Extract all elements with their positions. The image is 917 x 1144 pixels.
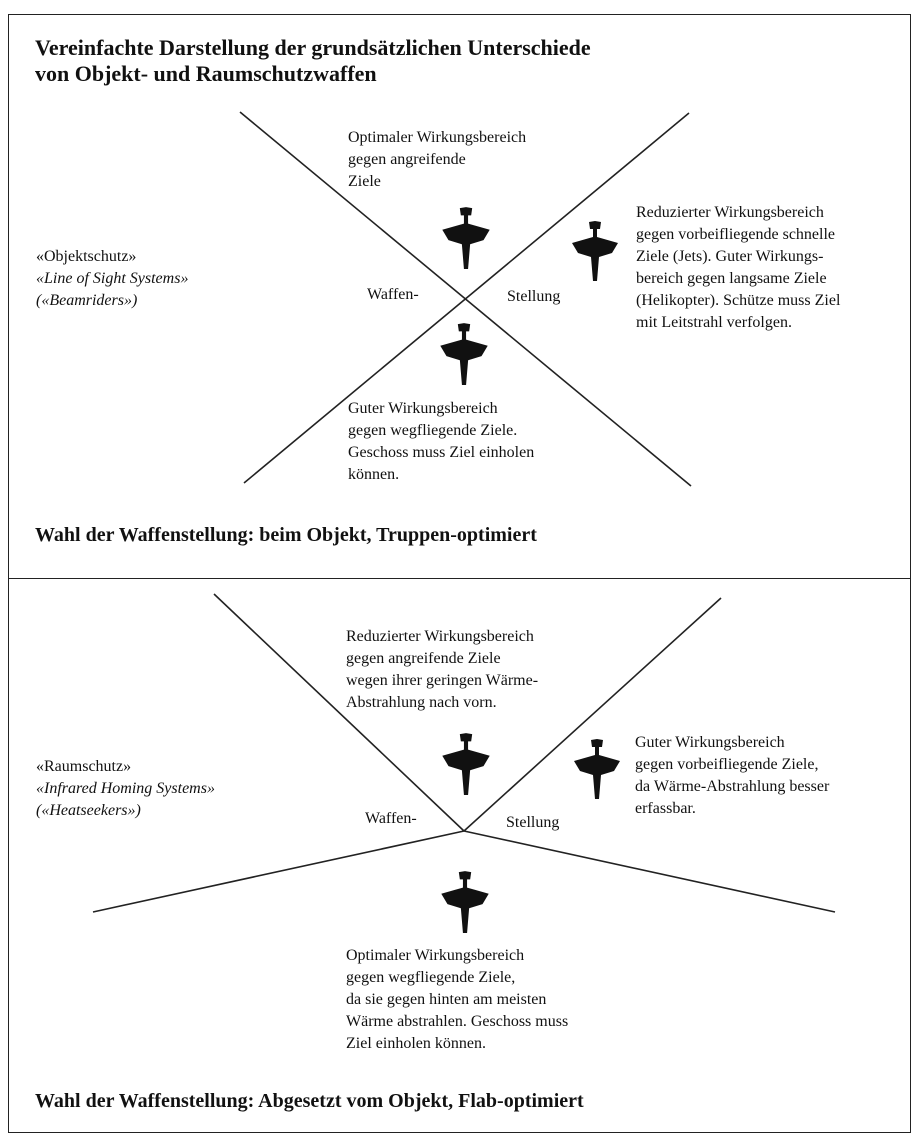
text-line: Guter Wirkungsbereich bbox=[635, 734, 785, 751]
bottom-sector-text: Optimaler Wirkungsbereich gegen wegflieg… bbox=[346, 945, 568, 1055]
title-line-2: von Objekt- und Raumschutzwaffen bbox=[35, 61, 377, 86]
conclusion-text: Wahl der Waffenstellung: Abgesetzt vom O… bbox=[35, 1090, 584, 1112]
sector-line bbox=[463, 830, 836, 913]
sector-line bbox=[463, 597, 722, 832]
jet-aircraft-icon bbox=[440, 323, 488, 385]
sector-lines bbox=[239, 111, 692, 487]
text-line: bereich gegen langsame Ziele bbox=[636, 270, 827, 287]
text-line: da Wärme-Abstrahlung besser bbox=[635, 778, 830, 795]
text-line: Optimaler Wirkungsbereich bbox=[348, 129, 527, 146]
text-line: gegen wegfliegende Ziele. bbox=[348, 422, 518, 439]
left-label-line: «Line of Sight Systems» bbox=[36, 270, 189, 287]
text-line: erfassbar. bbox=[635, 800, 696, 817]
text-line: können. bbox=[348, 466, 400, 483]
text-line: wegen ihrer geringen Wärme- bbox=[346, 672, 539, 689]
left-label-line: («Beamriders») bbox=[36, 292, 138, 309]
jet-aircraft-icon bbox=[572, 221, 618, 281]
text-line: Reduzierter Wirkungsbereich bbox=[636, 204, 824, 221]
jet-aircraft-icon bbox=[442, 207, 490, 269]
left-label-line: «Infrared Homing Systems» bbox=[36, 780, 215, 797]
text-line: gegen angreifende bbox=[348, 151, 466, 168]
text-line: gegen vorbeifliegende schnelle bbox=[636, 226, 836, 243]
title-line-1: Vereinfachte Darstellung der grundsätzli… bbox=[35, 35, 591, 60]
text-line: mit Leitstrahl verfolgen. bbox=[636, 314, 792, 331]
bottom-sector-text: Guter Wirkungsbereich gegen wegfliegende… bbox=[348, 398, 534, 486]
text-line: (Helikopter). Schütze muss Ziel bbox=[636, 292, 841, 309]
text-line: Optimaler Wirkungsbereich bbox=[346, 947, 525, 964]
text-line: Reduzierter Wirkungsbereich bbox=[346, 628, 534, 645]
left-label: «Objektschutz» «Line of Sight Systems» (… bbox=[36, 246, 188, 312]
waffen-label: Waffen- bbox=[365, 810, 417, 827]
sector-line bbox=[213, 593, 465, 832]
left-label-line: («Heatseekers») bbox=[36, 802, 141, 819]
text-line: gegen angreifende Ziele bbox=[346, 650, 501, 667]
text-line: gegen wegfliegende Ziele, bbox=[346, 969, 516, 986]
right-sector-text: Guter Wirkungsbereich gegen vorbeifliege… bbox=[635, 732, 829, 820]
text-line: da sie gegen hinten am meisten bbox=[346, 991, 547, 1008]
jet-aircraft-icon bbox=[441, 871, 489, 933]
left-label-line: «Objektschutz» bbox=[36, 248, 137, 265]
text-line: Ziel einholen können. bbox=[346, 1035, 486, 1052]
text-line: Geschoss muss Ziel einholen bbox=[348, 444, 535, 461]
top-sector-text: Reduzierter Wirkungsbereich gegen angrei… bbox=[346, 626, 538, 714]
stellung-label: Stellung bbox=[506, 814, 560, 831]
left-label-line: «Raumschutz» bbox=[36, 758, 132, 775]
conclusion-text: Wahl der Waffenstellung: beim Objekt, Tr… bbox=[35, 524, 537, 546]
left-label: «Raumschutz» «Infrared Homing Systems» (… bbox=[36, 756, 215, 822]
panel-raumschutz: «Raumschutz» «Infrared Homing Systems» (… bbox=[8, 578, 911, 1133]
sector-lines bbox=[92, 593, 836, 913]
top-sector-text: Optimaler Wirkungsbereich gegen angreife… bbox=[348, 127, 526, 193]
jet-aircraft-icon bbox=[574, 739, 620, 799]
panel-objektschutz: Vereinfachte Darstellung der grundsätzli… bbox=[8, 14, 911, 580]
text-line: Ziele bbox=[348, 173, 381, 190]
text-line: Guter Wirkungsbereich bbox=[348, 400, 498, 417]
jet-aircraft-icon bbox=[442, 733, 490, 795]
text-line: gegen vorbeifliegende Ziele, bbox=[635, 756, 819, 773]
right-sector-text: Reduzierter Wirkungsbereich gegen vorbei… bbox=[636, 202, 840, 334]
text-line: Wärme abstrahlen. Geschoss muss bbox=[346, 1013, 569, 1030]
sector-line bbox=[92, 830, 465, 913]
text-line: Ziele (Jets). Guter Wirkungs- bbox=[636, 248, 824, 265]
text-line: Abstrahlung nach vorn. bbox=[346, 694, 497, 711]
sector-line bbox=[243, 112, 690, 484]
diagram-title: Vereinfachte Darstellung der grundsätzli… bbox=[35, 35, 591, 87]
waffen-label: Waffen- bbox=[367, 286, 419, 303]
stellung-label: Stellung bbox=[507, 288, 561, 305]
